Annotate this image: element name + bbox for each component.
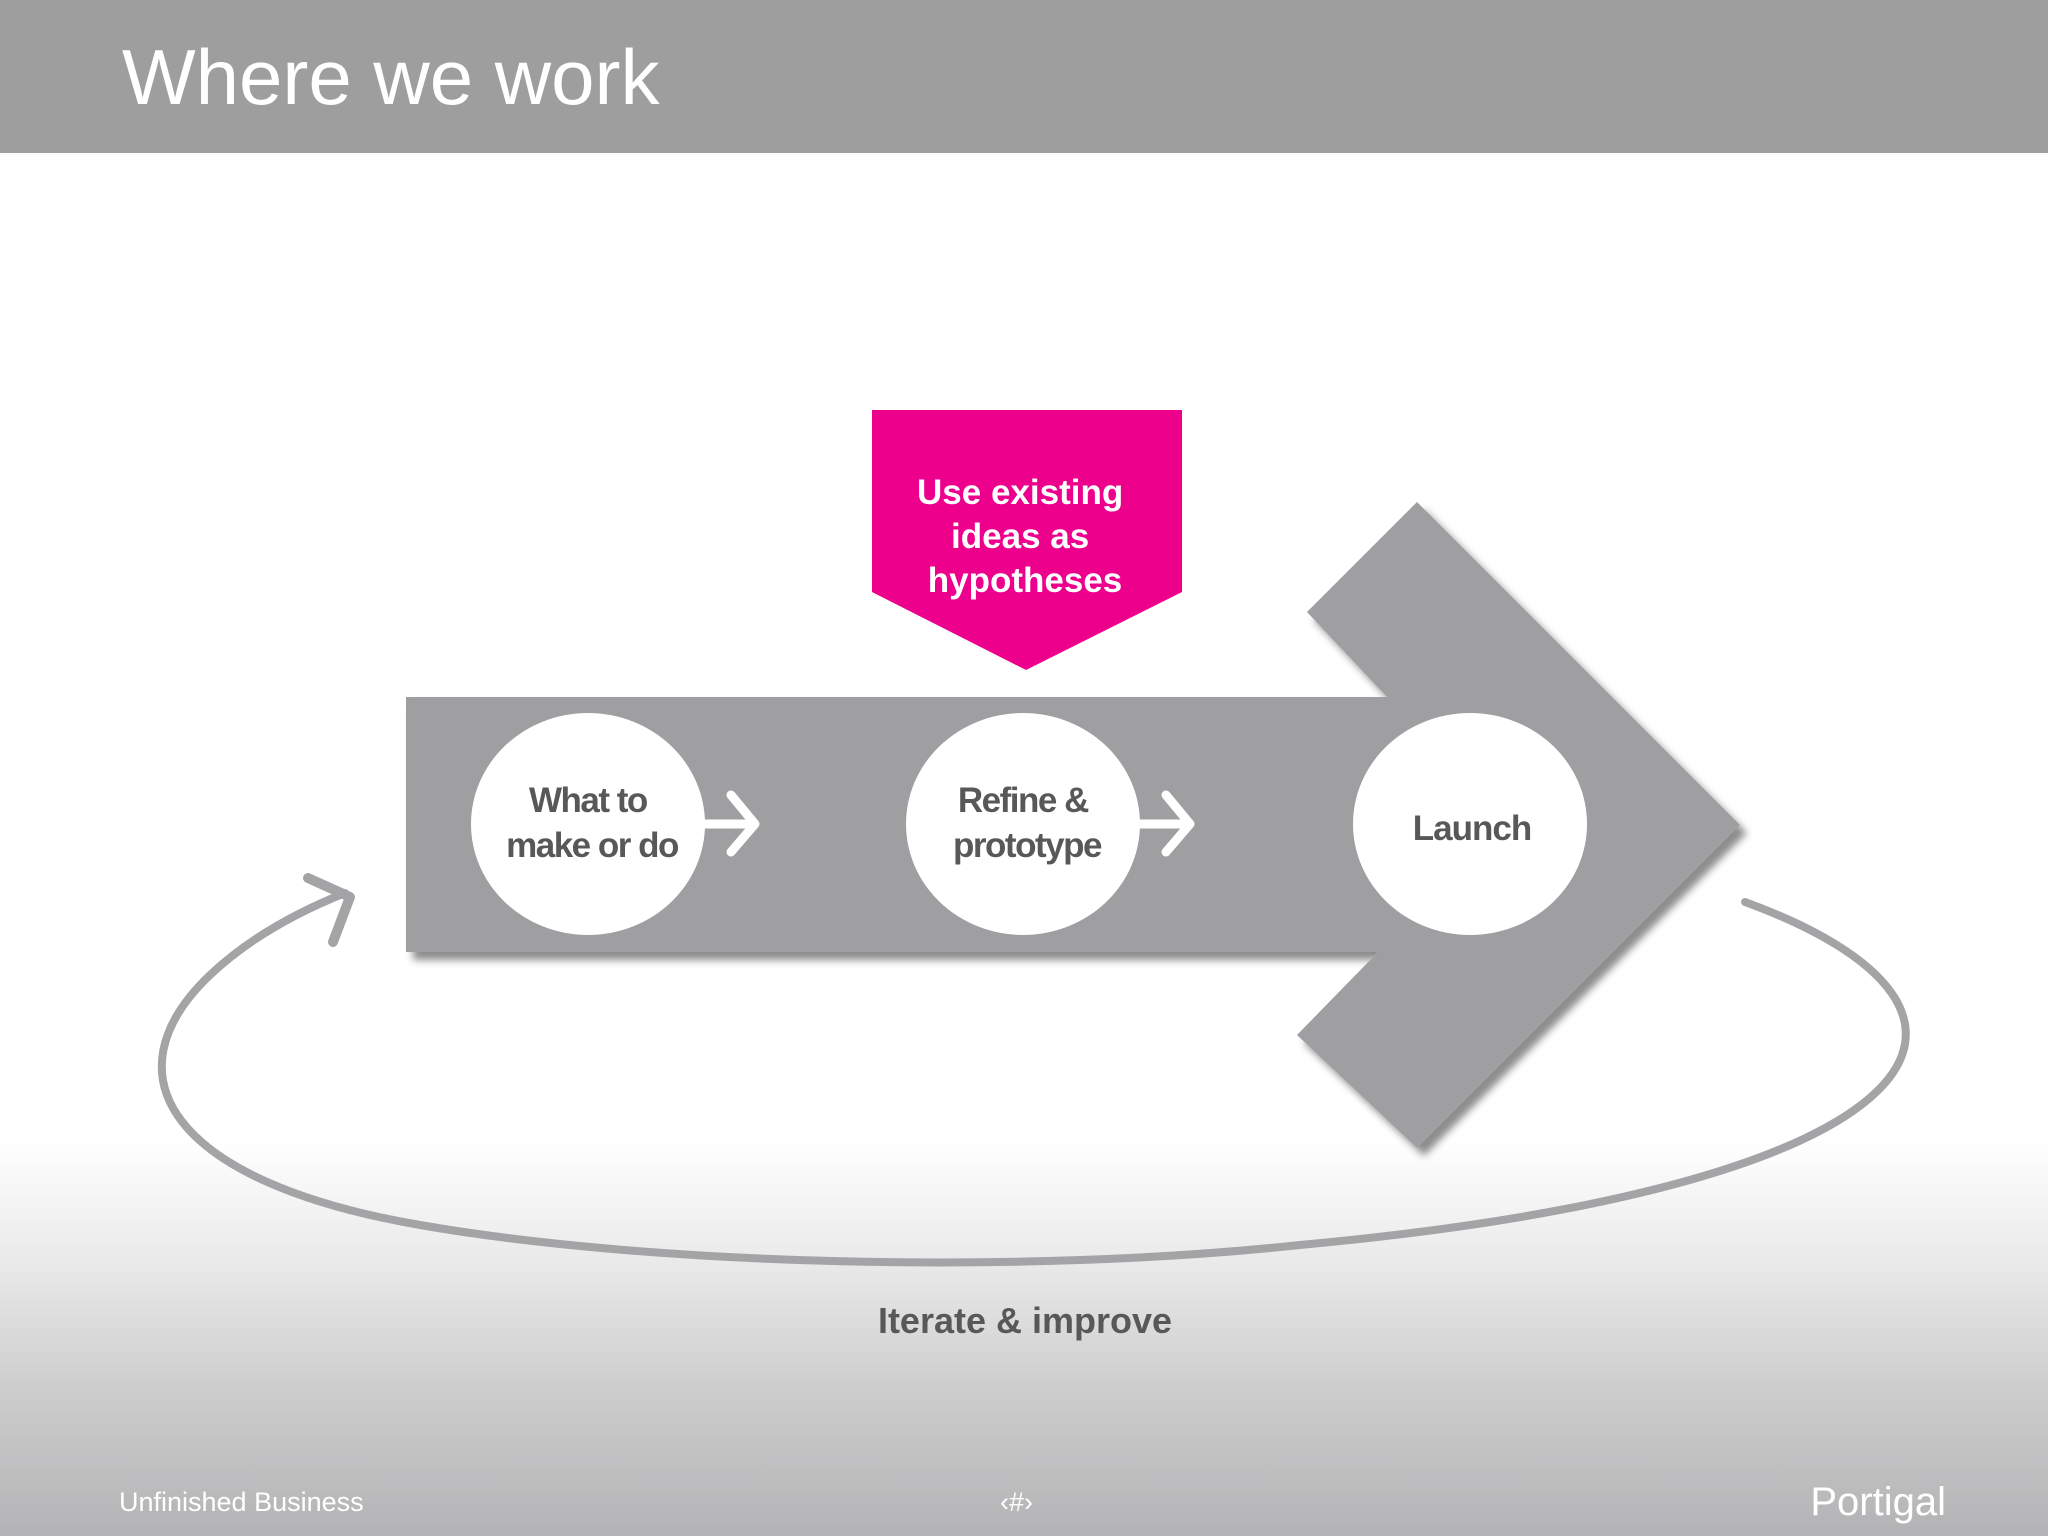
- footer-author: Portigal: [1810, 1480, 1946, 1524]
- iterate-loop-arrowhead: [303, 873, 355, 947]
- step-label-refine-prototype: Refine & prototype: [953, 781, 1102, 865]
- iterate-loop-path: [157, 889, 1910, 1267]
- step-circle-refine-prototype: [906, 713, 1140, 935]
- step-label-launch: Launch: [1413, 809, 1531, 848]
- slide-title: Where we work: [122, 33, 660, 121]
- step-connector-arrow-icon: [698, 790, 760, 857]
- footer-slide-number: ‹#›: [1000, 1487, 1033, 1517]
- footer-presentation-name: Unfinished Business: [119, 1487, 364, 1517]
- iterate-label: Iterate & improve: [878, 1300, 1172, 1341]
- hypotheses-callout: [872, 410, 1182, 670]
- step-circle-launch: [1353, 713, 1587, 935]
- title-bar: Where we work: [0, 0, 2048, 153]
- hypotheses-callout-text: Use existing ideas as hypotheses: [917, 473, 1133, 600]
- step-label-what-to-make: What to make or do: [506, 781, 679, 865]
- step-circle-what-to-make: [471, 713, 705, 935]
- step-connector-arrow-icon: [1133, 790, 1195, 857]
